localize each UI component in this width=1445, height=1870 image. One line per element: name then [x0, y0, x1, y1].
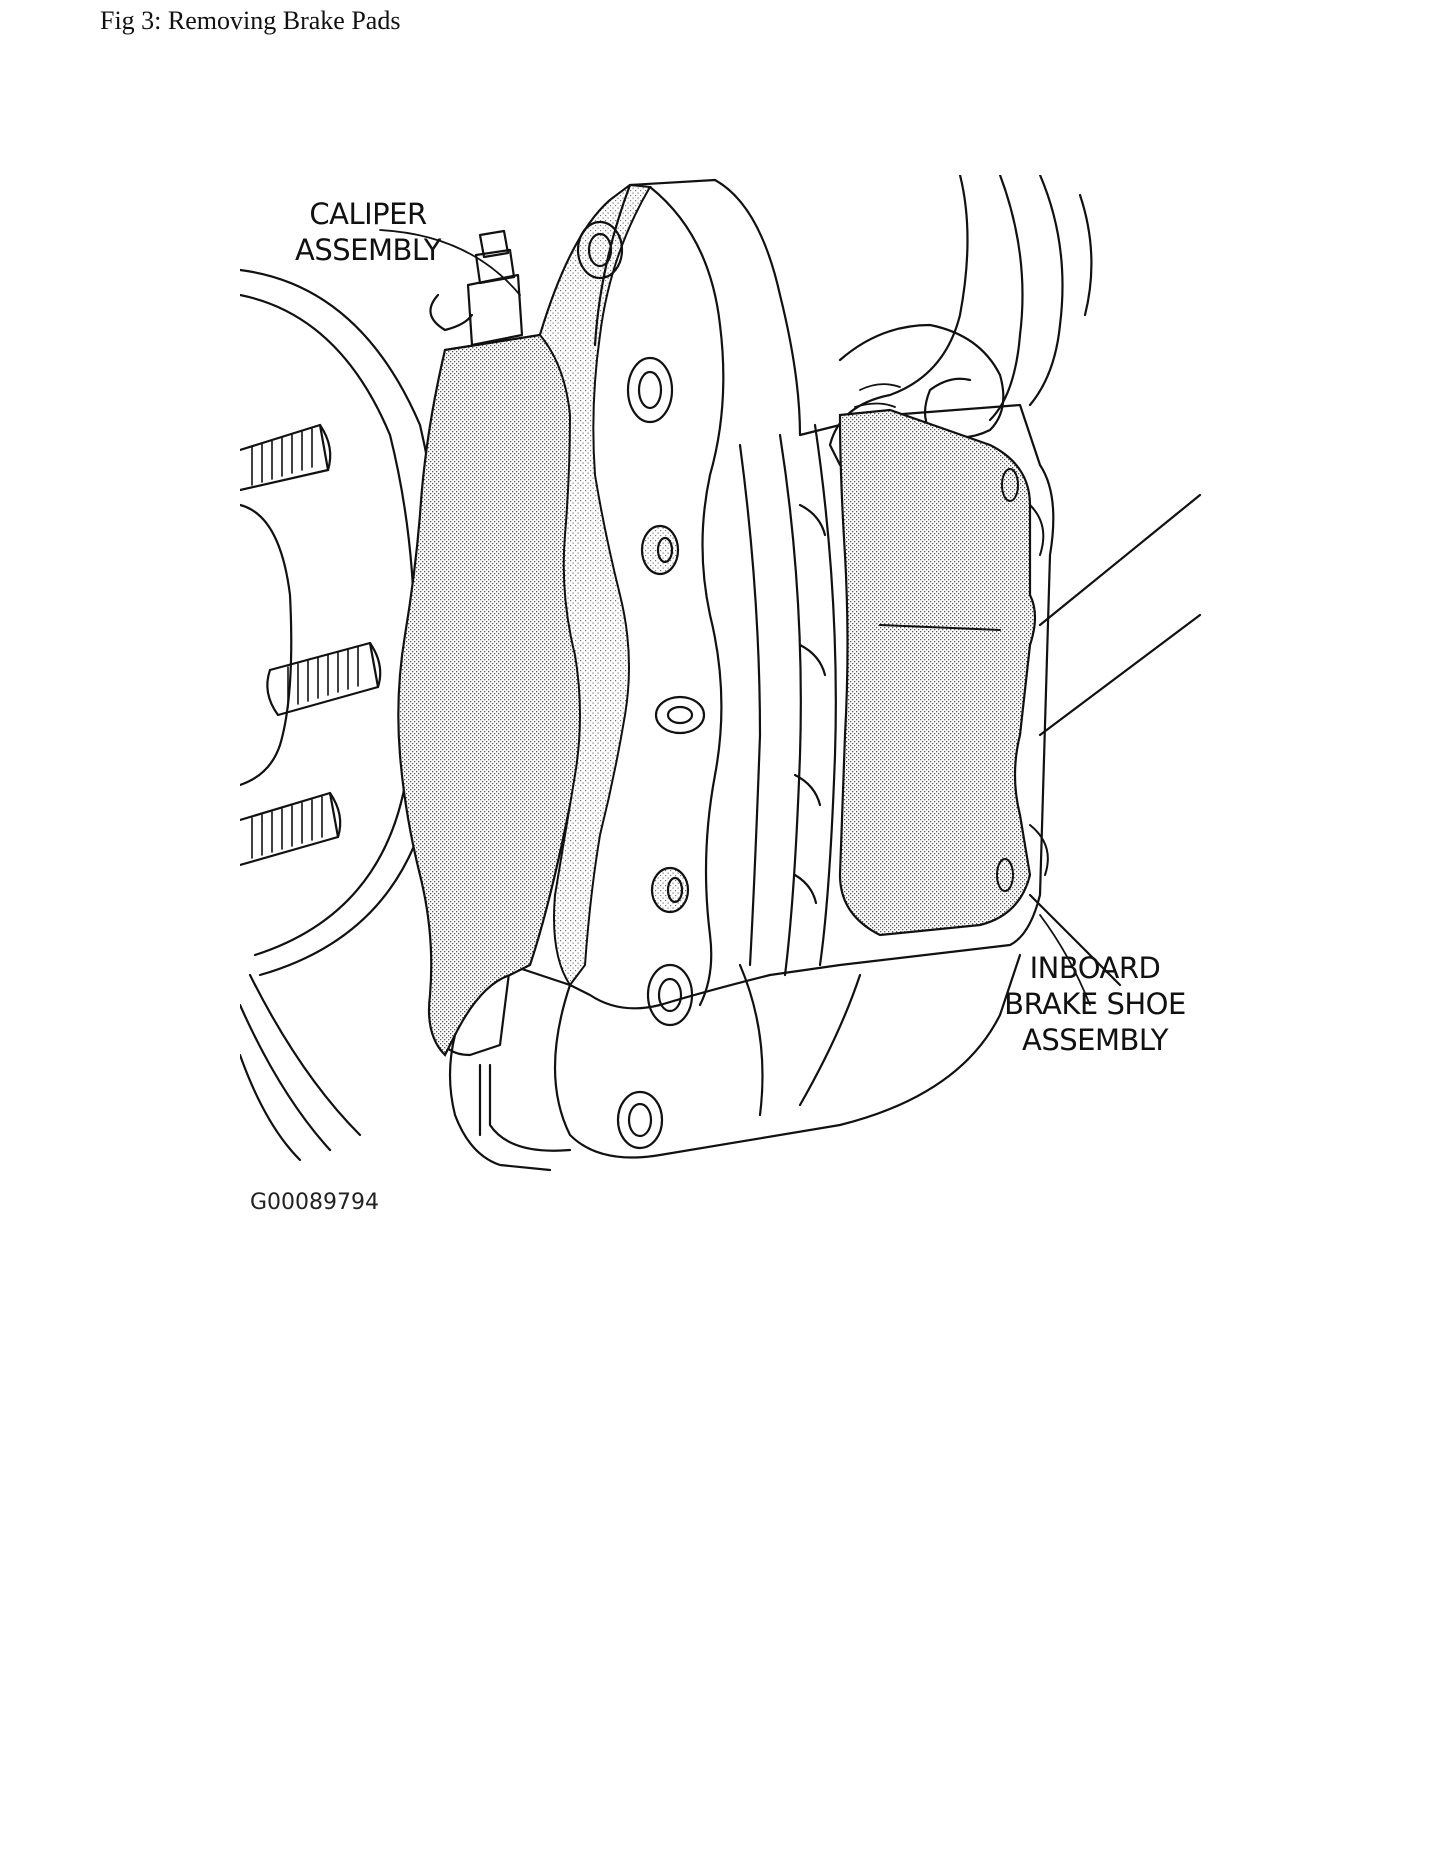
inboard-brake-shoe — [838, 408, 1037, 937]
inboard-callout-leader — [1039, 914, 1091, 1006]
caliper-bracket — [553, 953, 1022, 1159]
caliper-bolt-holes — [576, 220, 706, 1150]
figure-id: G00089794 — [250, 1190, 380, 1215]
caliper-face — [538, 183, 652, 987]
brake-line-fitting — [448, 1033, 552, 1172]
bleeder-screw — [429, 229, 524, 347]
caliper-callout-leader — [379, 229, 521, 296]
caliper-flange — [648, 185, 725, 1007]
brake-caliper-illustration — [240, 175, 1202, 1172]
stud-threads — [251, 428, 359, 859]
caliper-assembly-label: CALIPER ASSEMBLY — [295, 197, 441, 267]
figure-title: Fig 3: Removing Brake Pads — [100, 6, 401, 35]
rotor-vents — [793, 503, 827, 905]
inboard-brake-shoe-label: INBOARD BRAKE SHOE ASSEMBLY — [1004, 951, 1186, 1057]
caliper-body-outline — [438, 178, 1055, 1057]
hand — [828, 175, 1093, 467]
